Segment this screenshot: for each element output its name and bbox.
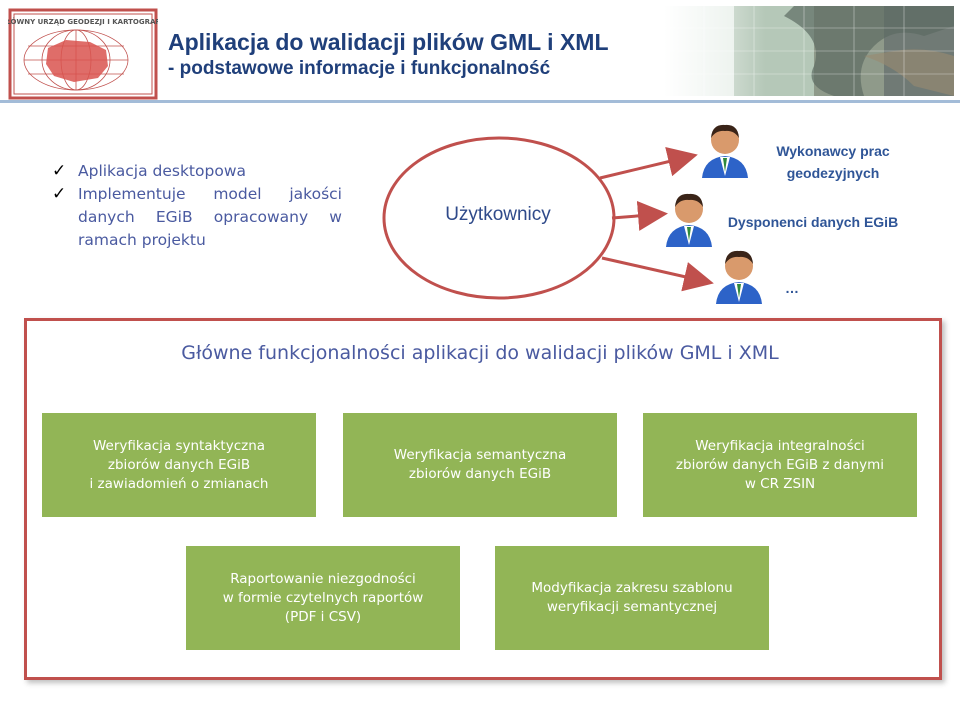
feature-text: Aplikacja desktopowa bbox=[78, 162, 246, 180]
function-box-reporting: Raportowanie niezgodności w formie czyte… bbox=[186, 546, 460, 650]
map-collage-image bbox=[664, 6, 954, 96]
functions-title: Główne funkcjonalności aplikacji do wali… bbox=[181, 342, 779, 364]
arrow-to-others bbox=[601, 256, 714, 292]
role-label-others: … bbox=[785, 280, 799, 296]
function-box-text: Raportowanie niezgodności w formie czyte… bbox=[222, 570, 424, 625]
feature-list: ✓ Aplikacja desktopowa ✓ Implementuje mo… bbox=[52, 160, 342, 252]
users-diagram bbox=[382, 136, 714, 300]
function-box-text: Weryfikacja syntaktyczna zbiorów danych … bbox=[89, 437, 269, 492]
function-box-text: Weryfikacja semantyczna zbiorów danych E… bbox=[393, 447, 567, 482]
header-divider bbox=[0, 100, 960, 103]
check-icon: ✓ bbox=[52, 161, 67, 181]
feature-item: ✓ Aplikacja desktopowa bbox=[52, 160, 342, 183]
function-box-template: Modyfikacja zakresu szablonu weryfikacji… bbox=[495, 546, 769, 650]
gugik-logo: GŁÓWNY URZĄD GEODEZJI I KARTOGRAFII bbox=[8, 8, 158, 100]
logo-text: GŁÓWNY URZĄD GEODEZJI I KARTOGRAFII bbox=[8, 17, 158, 26]
feature-text: Implementuje model jakości danych EGiB o… bbox=[78, 185, 342, 249]
function-box-syntactic: Weryfikacja syntaktyczna zbiorów danych … bbox=[42, 413, 316, 517]
function-box-text: Weryfikacja integralności zbiorów danych… bbox=[675, 437, 885, 492]
role-label-dysponenci: Dysponenci danych EGiB bbox=[727, 214, 899, 230]
users-label: Użytkownicy bbox=[445, 204, 551, 225]
person-icon bbox=[702, 124, 748, 178]
title-block: Aplikacja do walidacji plików GML i XML … bbox=[168, 28, 609, 82]
function-box-text: Modyfikacja zakresu szablonu weryfikacji… bbox=[531, 580, 733, 615]
function-box-semantic: Weryfikacja semantyczna zbiorów danych E… bbox=[343, 413, 617, 517]
arrow-to-dysponenci bbox=[611, 200, 668, 231]
person-icon bbox=[716, 250, 762, 304]
person-icon bbox=[666, 193, 712, 247]
check-icon: ✓ bbox=[52, 184, 67, 204]
page-title: Aplikacja do walidacji plików GML i XML bbox=[168, 29, 609, 55]
feature-item: ✓ Implementuje model jakości danych EGiB… bbox=[52, 183, 342, 252]
function-box-integrity: Weryfikacja integralności zbiorów danych… bbox=[643, 413, 917, 517]
page-subtitle: - podstawowe informacje i funkcjonalność bbox=[168, 58, 551, 79]
role-label-wykonawcy: Wykonawcy prac geodezyjnych bbox=[776, 143, 890, 181]
arrow-to-wykonawcy bbox=[599, 146, 698, 180]
